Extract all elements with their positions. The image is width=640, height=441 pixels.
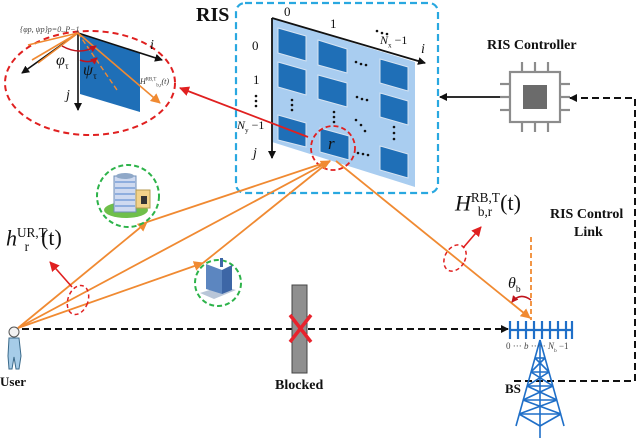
path-building-2-to-ris <box>202 160 331 264</box>
inset-channel-sub: b,r <box>156 83 162 89</box>
inset-axis-i-label: i <box>150 38 154 53</box>
scatterer-building-1 <box>96 164 160 228</box>
user-icon <box>7 326 22 370</box>
bs-array-last-sub: b <box>554 347 557 354</box>
inset-channel-symbol: H <box>140 77 146 86</box>
theta-arc <box>511 295 532 303</box>
ris-row-index-1: 1 <box>253 72 260 87</box>
theta-sub: b <box>515 284 521 296</box>
h-ur-sub: r <box>24 238 30 254</box>
inset-channel-sup: RB,T <box>145 77 157 83</box>
h-ur-sup: UR,T <box>17 225 47 240</box>
ris-element <box>317 39 348 74</box>
h-rb-symbol: H <box>455 190 471 216</box>
path-building-1-to-ris <box>146 160 331 223</box>
ris-element <box>317 74 348 108</box>
h-rb-sup: RB,T <box>470 190 500 205</box>
bs-array-mid: b <box>524 341 529 351</box>
inset-phi-label: φτ <box>56 52 69 72</box>
bs-array-dots2: ····· <box>530 341 546 351</box>
bs-array-last: N <box>548 341 555 351</box>
ris-col-index-0: 0 <box>284 4 291 19</box>
bs-array-first: 0 <box>506 341 511 351</box>
ris-ellipsis-dots <box>254 29 396 157</box>
h-rb-channel-label: HRB,Tb,r (t) <box>455 190 521 220</box>
bs-label: BS <box>505 381 521 396</box>
signal-paths <box>17 160 532 329</box>
inset-psi-label: ψτ <box>83 62 97 82</box>
ris-element-r-label: r <box>328 134 335 153</box>
inset-angle-set-label: {φp, ψp}p=0..P−1 <box>20 25 80 34</box>
ris-element <box>277 27 307 62</box>
theta-symbol: θ <box>508 275 516 292</box>
ris-elements <box>277 27 409 179</box>
blocker-wall <box>288 284 313 374</box>
blocked-label: Blocked <box>275 378 324 393</box>
ris-controller-chip-icon <box>500 62 570 132</box>
user-label: User <box>0 374 26 389</box>
ris-axis-i-label: i <box>421 42 425 57</box>
inset-axis-j-label: j <box>66 88 70 103</box>
inset-psi-sub: τ <box>92 71 97 83</box>
path-user-to-ris-direct <box>17 160 331 329</box>
path-user-to-building-1 <box>17 221 148 329</box>
inset-phi-symbol: φ <box>56 52 65 69</box>
ris-col-last-suffix: −1 <box>391 33 408 47</box>
ris-element-r-highlight <box>310 125 356 171</box>
ris-axis-i <box>271 17 426 65</box>
h-ur-channel-marker <box>66 284 90 316</box>
inset-channel-label: HRB,Tb,r(t) <box>140 77 169 89</box>
bs-array-last-suffix: −1 <box>556 341 569 351</box>
zoom-pointer-arrow <box>179 86 309 138</box>
h-rb-channel-marker <box>443 244 467 272</box>
ris-element <box>379 145 409 179</box>
ris-controller-label: RIS Controller <box>487 38 577 53</box>
inset-psi-symbol: ψ <box>83 62 93 79</box>
ris-element <box>319 127 350 161</box>
ris-col-index-last: Nx −1 <box>380 33 407 49</box>
ris-element <box>277 61 307 96</box>
scatterer-building-2 <box>194 258 242 307</box>
h-rb-arg: (t) <box>500 190 521 216</box>
ris-element <box>379 58 409 92</box>
h-rb-sub: b,r <box>477 203 493 219</box>
ris-axis-j-label: j <box>253 146 257 161</box>
ris-col-last-sub: x <box>388 41 392 50</box>
h-ur-channel-label: hUR,Tr (t) <box>6 225 62 255</box>
ris-row-index-0: 0 <box>252 38 259 53</box>
ris-control-link-label-line1: RIS Control <box>550 207 624 222</box>
path-ris-to-bs <box>335 160 531 319</box>
ris-row-index-last: Ny −1 <box>237 118 264 134</box>
inset-phi-sub: τ <box>64 61 69 73</box>
bs-array-indices: 0 ··· b ····· Nb −1 <box>506 341 569 354</box>
ris-control-link-label-line2: Link <box>574 225 603 240</box>
inset-channel-arg: (t) <box>161 77 170 86</box>
ris-row-last-suffix: −1 <box>248 118 265 132</box>
theta-b-label: θb <box>508 275 521 295</box>
ris-col-last-symbol: N <box>380 33 389 47</box>
inset-zoom-ellipse <box>4 30 176 136</box>
bs-tower-icon <box>515 339 565 438</box>
ris-title: RIS <box>196 4 230 26</box>
ris-row-last-sub: y <box>245 126 249 135</box>
ris-control-link <box>514 94 636 382</box>
path-user-to-building-2 <box>17 261 204 329</box>
bs-antenna-array <box>508 321 574 339</box>
bs-array-dots1: ··· <box>512 341 522 351</box>
ris-row-last-symbol: N <box>237 118 246 132</box>
ris-panel <box>254 17 426 187</box>
h-ur-arg: (t) <box>41 225 62 251</box>
ris-col-index-1: 1 <box>330 16 337 31</box>
ris-element <box>379 92 409 126</box>
ris-boundary-box <box>234 1 440 195</box>
inset-element-geometry <box>21 32 163 112</box>
h-ur-symbol: h <box>6 225 17 251</box>
